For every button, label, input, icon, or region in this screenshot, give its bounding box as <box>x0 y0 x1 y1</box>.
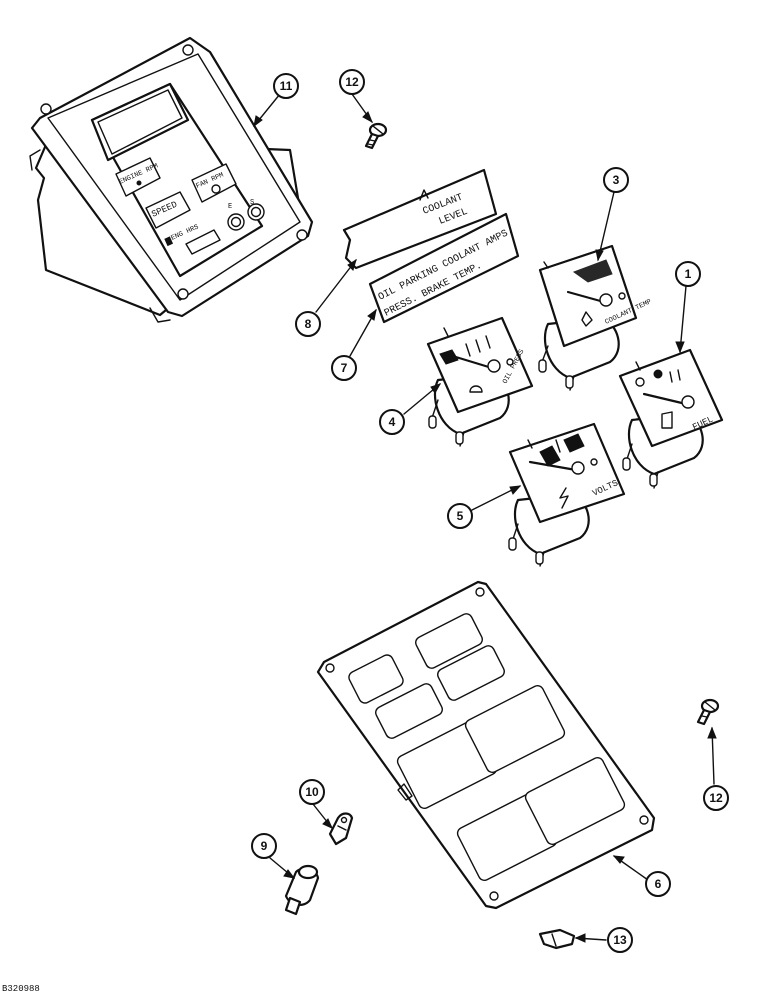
callout-13-number: 13 <box>613 933 627 947</box>
callout-12-right-number: 12 <box>709 791 723 805</box>
callout-6: 6 <box>645 871 671 897</box>
screw-right <box>696 698 720 726</box>
coolant-temp-gauge: COOLANT TEMP <box>538 244 653 391</box>
callout-1: 1 <box>675 261 701 287</box>
callout-11-number: 11 <box>280 79 293 93</box>
screw-top <box>364 122 388 150</box>
callout-11: 11 <box>273 73 299 99</box>
clip <box>538 928 576 950</box>
bulb <box>328 812 354 846</box>
monitor-panel: ENGINE RPM SPEED FAN RPM ENG HRS E S <box>29 36 314 323</box>
callout-7: 7 <box>331 355 357 381</box>
coolant-level-decal: COOLANT LEVEL <box>342 168 498 270</box>
callout-9: 9 <box>251 833 277 859</box>
callout-7-number: 7 <box>341 361 348 375</box>
figure-code: B320988 <box>2 984 40 994</box>
callout-12-top: 12 <box>339 69 365 95</box>
callout-5: 5 <box>447 503 473 529</box>
e-button-label: E <box>228 203 232 211</box>
fuel-gauge: FUEL <box>618 348 724 489</box>
callout-6-number: 6 <box>655 877 662 891</box>
callout-12-right: 12 <box>703 785 729 811</box>
callout-8: 8 <box>295 311 321 337</box>
volts-gauge: VOLTS <box>508 422 626 567</box>
callout-10-number: 10 <box>305 785 319 799</box>
callout-3: 3 <box>603 167 629 193</box>
callout-3-number: 3 <box>613 173 620 187</box>
callout-5-number: 5 <box>457 509 464 523</box>
callout-8-number: 8 <box>305 317 312 331</box>
callout-13: 13 <box>607 927 633 953</box>
callout-4: 4 <box>379 409 405 435</box>
s-button-label: S <box>250 199 254 207</box>
leader-lines <box>253 93 717 943</box>
callout-1-number: 1 <box>685 267 692 281</box>
callout-12-top-number: 12 <box>345 75 359 89</box>
callout-4-number: 4 <box>389 415 396 429</box>
callout-10: 10 <box>299 779 325 805</box>
callout-9-number: 9 <box>261 839 268 853</box>
oil-pressure-gauge: OIL PRESS <box>426 316 534 447</box>
switch-panel <box>316 580 656 910</box>
